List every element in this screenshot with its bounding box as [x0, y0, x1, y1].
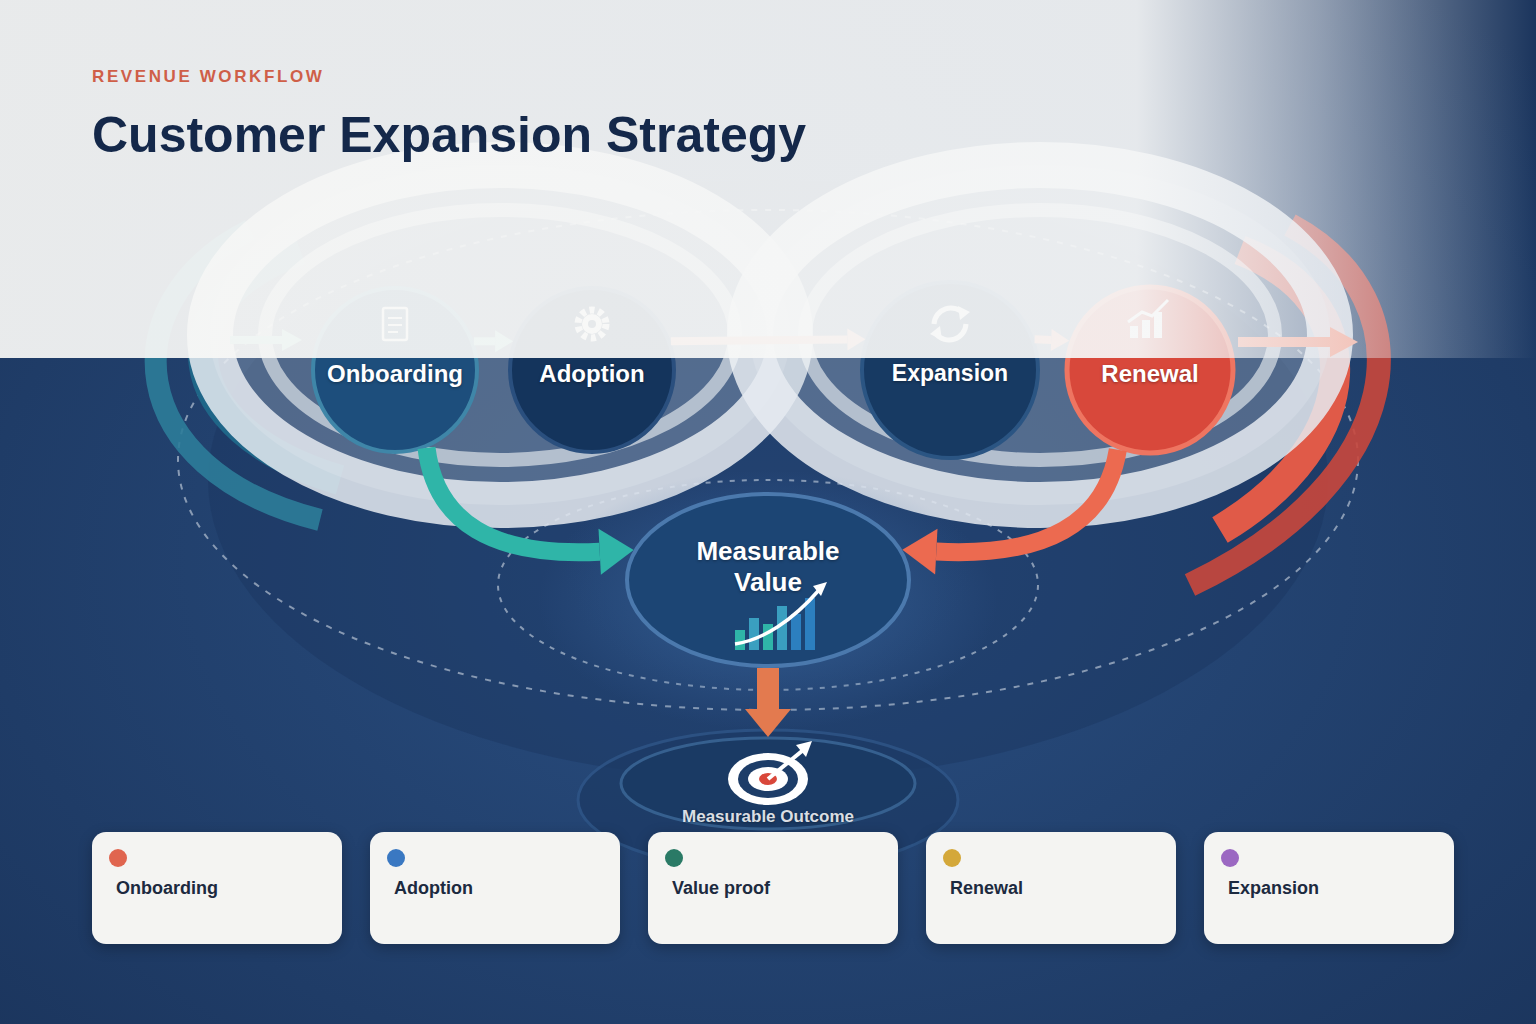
legend-swatch — [109, 849, 127, 867]
node-label: Measurable Value — [678, 536, 858, 598]
legend-text: Renewal — [950, 878, 1023, 899]
legend-swatch — [665, 849, 683, 867]
legend-swatch — [1221, 849, 1239, 867]
flow-connector — [427, 448, 600, 552]
bar-icon — [791, 614, 801, 650]
flow-connector — [936, 450, 1118, 552]
legend-swatch — [943, 849, 961, 867]
legend-card: Renewal — [926, 832, 1176, 944]
value-ellipse: Measurable Value — [623, 490, 913, 670]
bar-icon — [735, 630, 745, 650]
node-ellipse — [627, 494, 909, 666]
legend-card: Adoption — [370, 832, 620, 944]
node-label: Measurable Outcome — [618, 807, 918, 827]
outcome-target: Measurable Outcome — [618, 735, 918, 832]
legend-card: Expansion — [1204, 832, 1454, 944]
legend-card: Onboarding — [92, 832, 342, 944]
trend-arrow — [735, 590, 819, 644]
eyebrow-label: REVENUE WORKFLOW — [92, 67, 324, 87]
target-arrow — [768, 751, 802, 779]
value-glow — [538, 470, 998, 730]
legend-text: Expansion — [1228, 878, 1319, 899]
node-label: Renewal — [1062, 359, 1238, 388]
node-label: Expansion — [858, 359, 1042, 387]
node-label: Onboarding — [309, 359, 481, 388]
trend-arrow — [813, 582, 827, 596]
target-arrow — [796, 741, 812, 757]
legend-text: Value proof — [672, 878, 770, 899]
node-label: Adoption — [506, 359, 678, 388]
legend-swatch — [387, 849, 405, 867]
legend-text: Adoption — [394, 878, 473, 899]
flow-connector — [757, 668, 779, 709]
legend-text: Onboarding — [116, 878, 218, 899]
legend-card: Value proof — [648, 832, 898, 944]
bar-icon — [749, 618, 759, 650]
bar-icon — [763, 624, 773, 650]
header-band — [0, 0, 1536, 358]
diagram-title: Customer Expansion Strategy — [92, 106, 806, 164]
